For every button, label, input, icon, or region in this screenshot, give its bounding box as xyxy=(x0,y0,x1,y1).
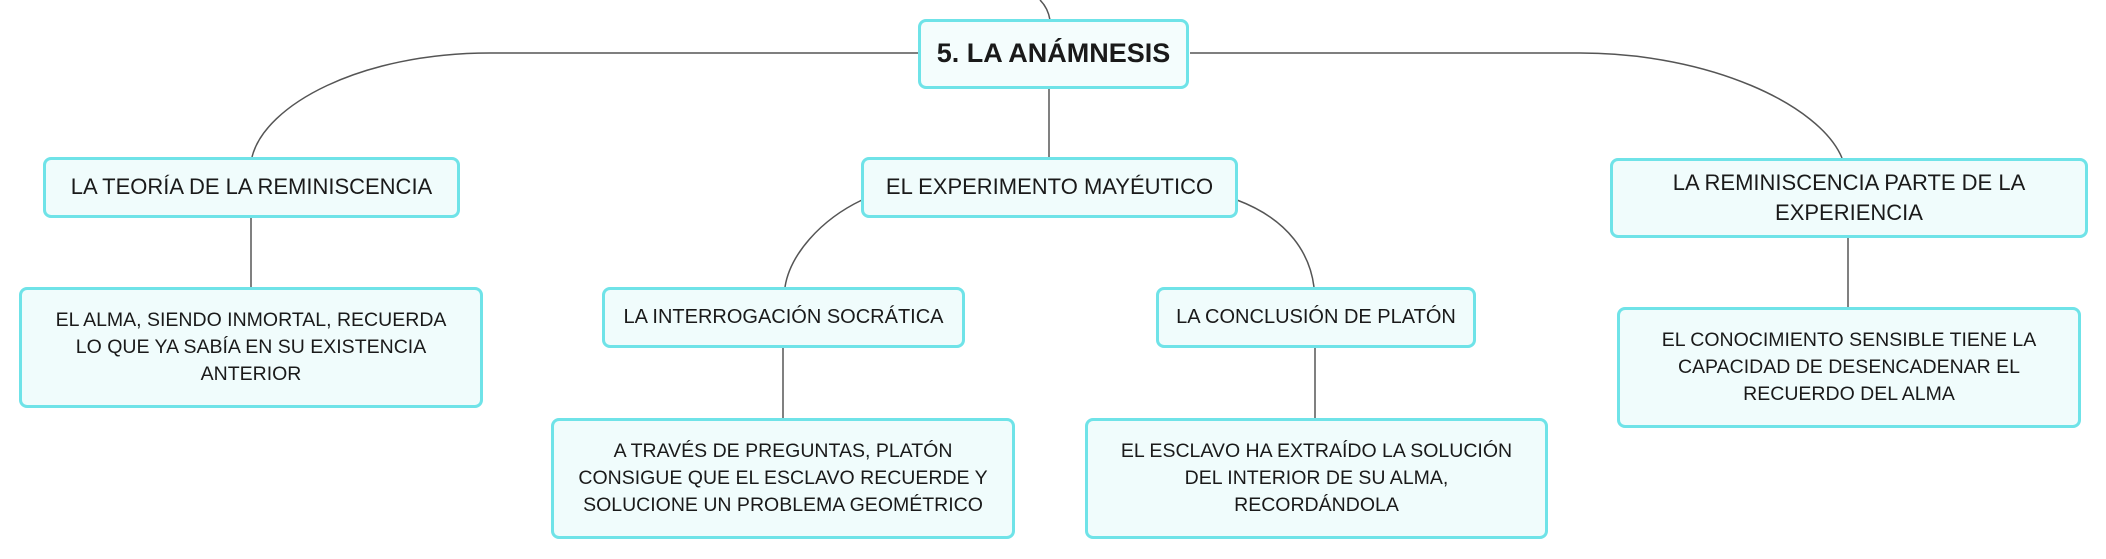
root-topic-label: 5. LA ANÁMNESIS xyxy=(936,38,1171,69)
detail-plato-conclusion[interactable]: EL ESCLAVO HA EXTRAÍDO LA SOLUCIÓN DEL I… xyxy=(1085,418,1548,539)
detail-socratic-questioning[interactable]: A TRAVÉS DE PREGUNTAS, PLATÓN CONSIGUE Q… xyxy=(551,418,1015,539)
detail-text: EL ESCLAVO HA EXTRAÍDO LA SOLUCIÓN DEL I… xyxy=(1120,440,1513,516)
root-topic-node[interactable]: 5. LA ANÁMNESIS xyxy=(918,19,1189,89)
connector-maieutic-to-conclusion xyxy=(1236,199,1315,288)
detail-text: A TRAVÉS DE PREGUNTAS, PLATÓN CONSIGUE Q… xyxy=(578,440,988,516)
detail-text: EL CONOCIMIENTO SENSIBLE TIENE LA CAPACI… xyxy=(1661,329,2037,405)
subtopic-label: LA CONCLUSIÓN DE PLATÓN xyxy=(1176,305,1456,328)
subtopic-socratic-questioning[interactable]: LA INTERROGACIÓN SOCRÁTICA xyxy=(602,287,965,348)
detail-reminiscence-experience[interactable]: EL CONOCIMIENTO SENSIBLE TIENE LA CAPACI… xyxy=(1617,307,2081,428)
connector-maieutic-to-socratic xyxy=(784,199,863,288)
detail-text: EL ALMA, SIENDO INMORTAL, RECUERDA LO QU… xyxy=(55,309,447,385)
topic-reminiscence-experience[interactable]: LA REMINISCENCIA PARTE DE LA EXPERIENCIA xyxy=(1610,158,2088,238)
detail-reminiscence-theory[interactable]: EL ALMA, SIENDO INMORTAL, RECUERDA LO QU… xyxy=(19,287,483,408)
connector-root-to-reminiscence-experience xyxy=(1190,52,1843,159)
connector-root-to-reminiscence-theory xyxy=(251,52,918,158)
topic-label: LA TEORÍA DE LA REMINISCENCIA xyxy=(70,174,433,200)
topic-label: LA REMINISCENCIA PARTE DE LA EXPERIENCIA xyxy=(1672,169,2026,225)
subtopic-plato-conclusion[interactable]: LA CONCLUSIÓN DE PLATÓN xyxy=(1156,287,1476,348)
connector-parent-to-root xyxy=(1039,0,1051,21)
topic-maieutic-experiment[interactable]: EL EXPERIMENTO MAYÉUTICO xyxy=(861,157,1238,218)
topic-label: EL EXPERIMENTO MAYÉUTICO xyxy=(885,174,1214,200)
subtopic-label: LA INTERROGACIÓN SOCRÁTICA xyxy=(623,305,944,328)
topic-reminiscence-theory[interactable]: LA TEORÍA DE LA REMINISCENCIA xyxy=(43,157,460,218)
